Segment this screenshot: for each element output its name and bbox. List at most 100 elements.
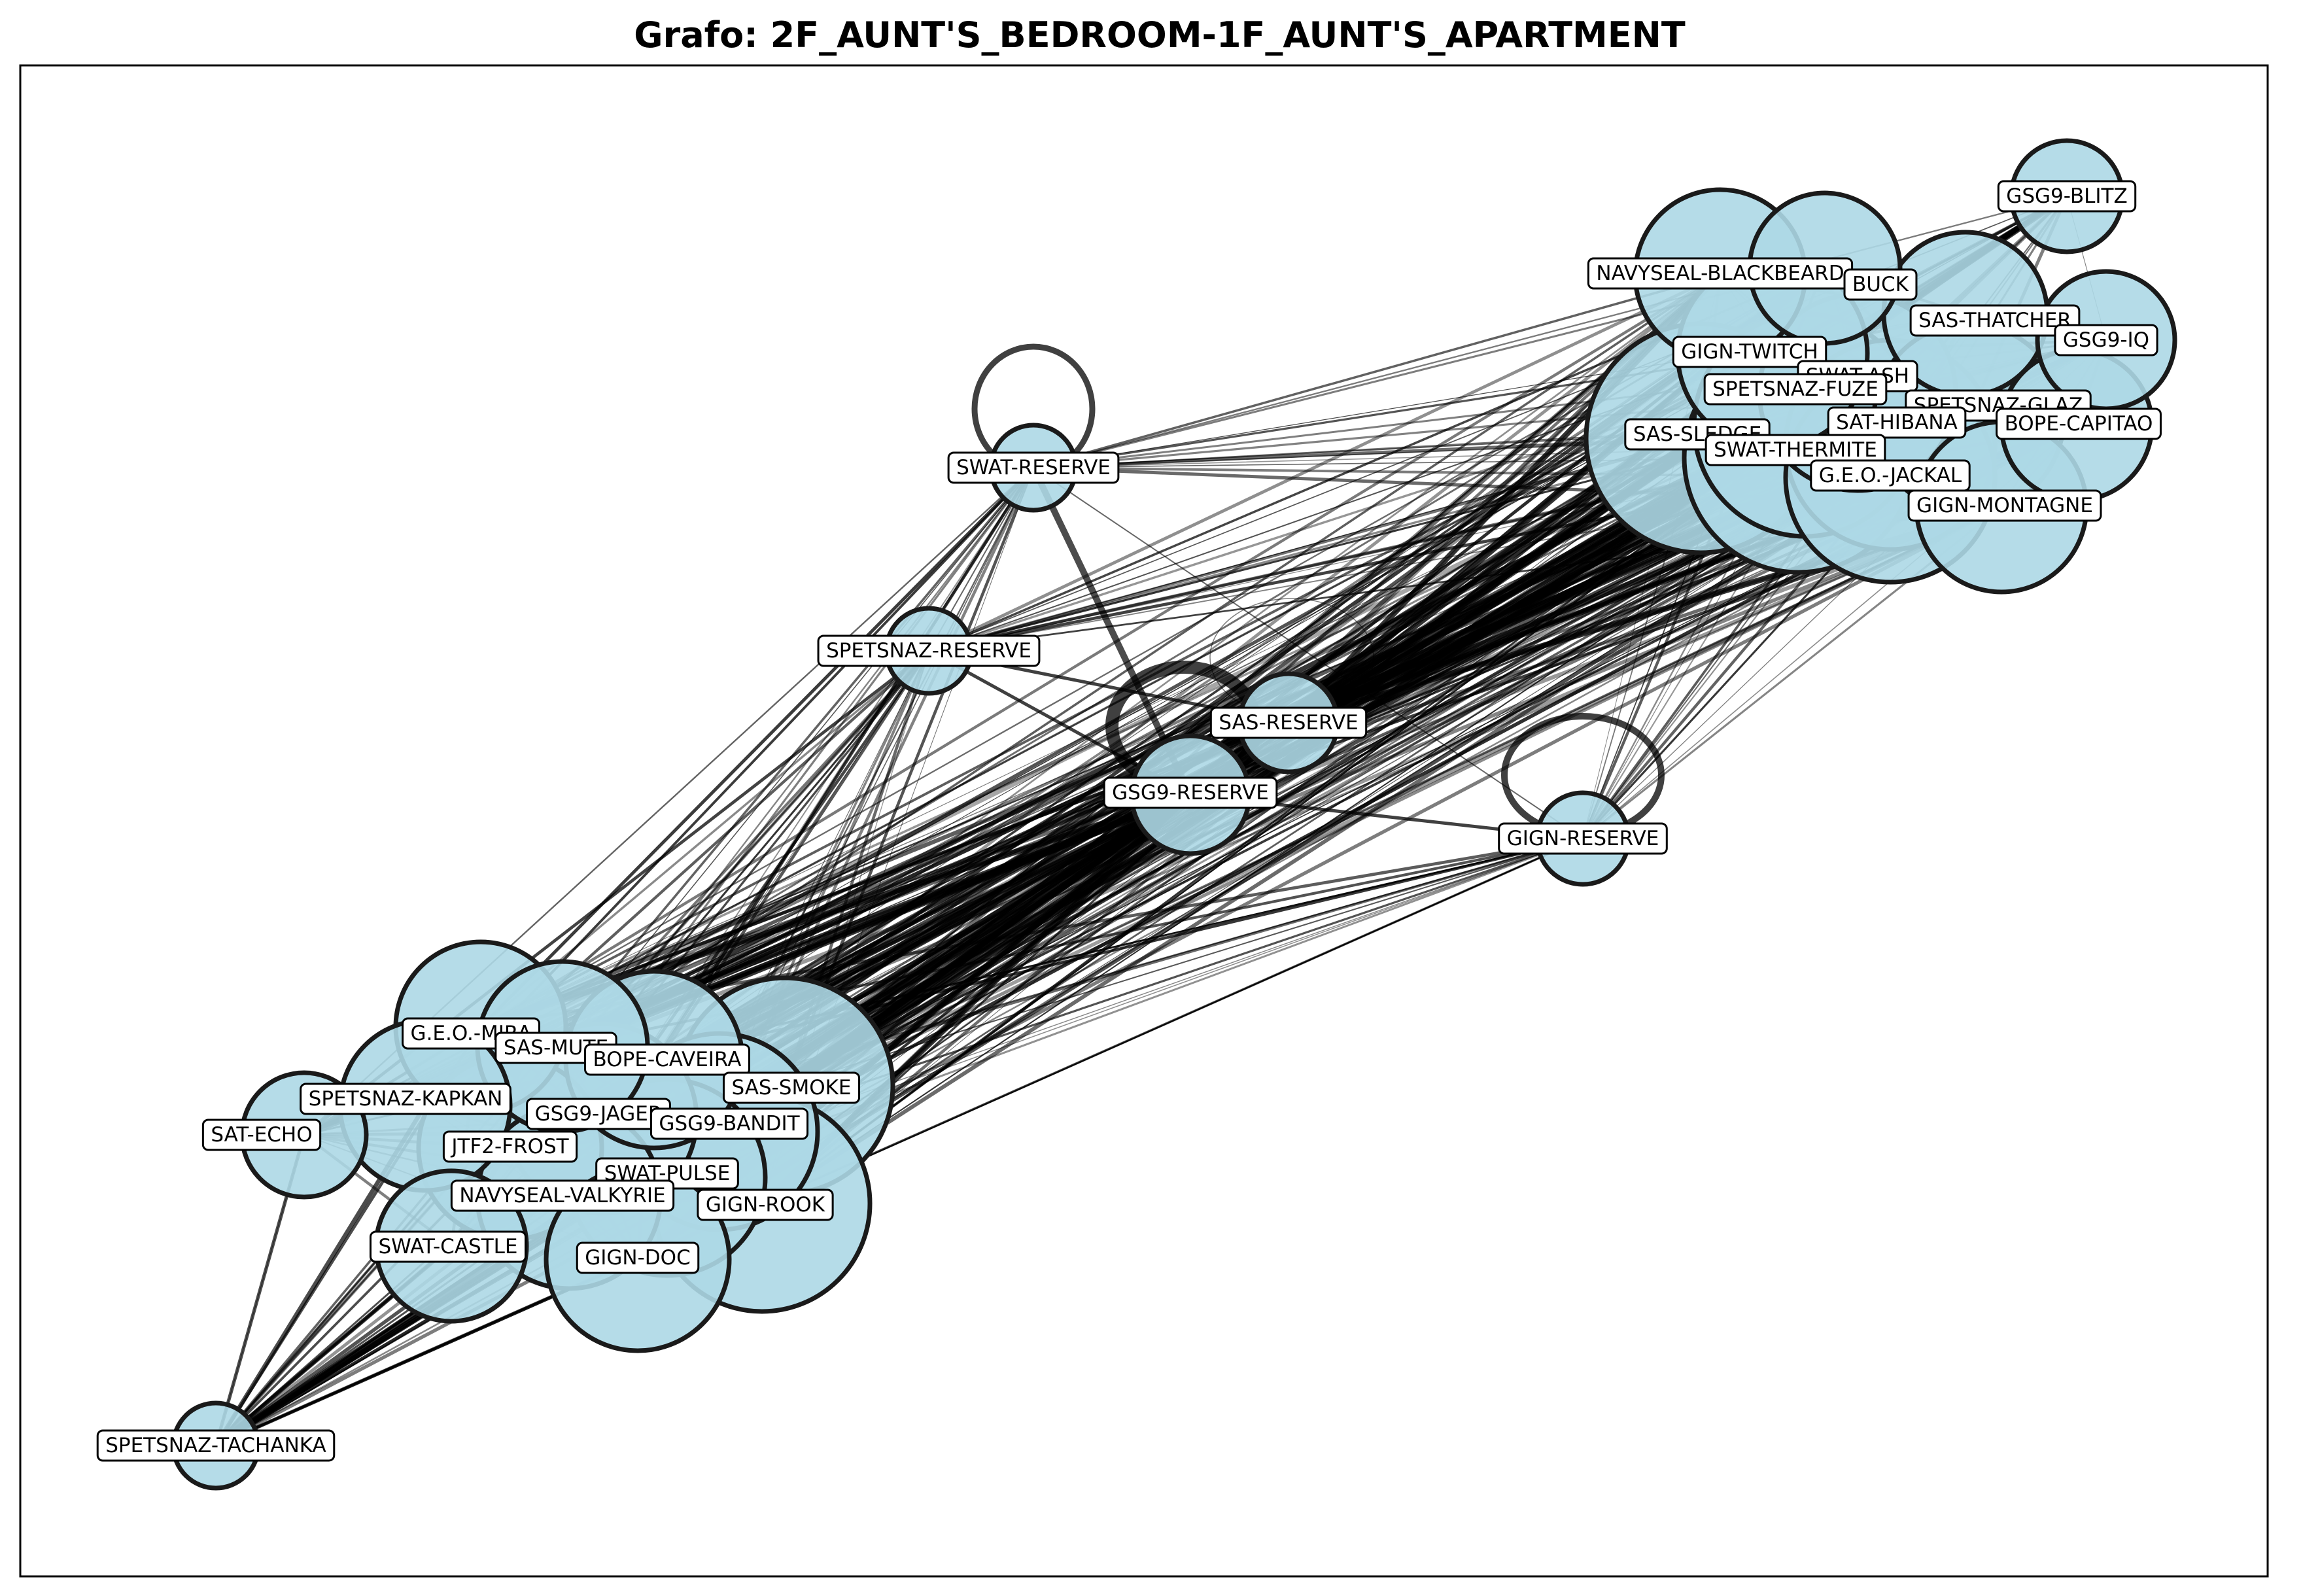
edge [927,436,1703,653]
node-label-box [1672,336,1827,368]
node-label-box [1209,706,1368,739]
node-label: BOPE-CAVEIRA [584,1043,750,1076]
node-label-text: GSG9-IQ [2063,328,2149,352]
node-label-box [576,1241,700,1274]
plot-frame [19,64,2269,1578]
node-label: GSG9-JAGER [526,1098,671,1130]
node-label: SAS-THATCHER [1909,304,2081,337]
node-label-box [584,1043,750,1076]
node-label-box [201,1119,322,1151]
node-label-box [1843,268,1918,301]
node-label: GSG9-RESERVE [1103,776,1278,809]
node-label-box [300,1083,511,1115]
node-label: SAS-RESERVE [1209,706,1368,739]
node-label: GIGN-RESERVE [1498,822,1668,855]
node-label-text: SWAT-CASTLE [378,1235,517,1258]
node-label-box [1996,408,2162,440]
node-label: GSG9-IQ [2054,324,2158,356]
edge [562,467,1034,1047]
node-label-text: SAS-RESERVE [1219,711,1358,735]
edge [215,837,1584,1447]
node-label: GIGN-DOC [576,1241,700,1274]
edge [479,466,1035,1029]
node-label: GIGN-TWITCH [1672,336,1827,368]
node-label-box [96,1429,336,1462]
node-label-text: BOPE-CAPITAO [2005,412,2153,436]
node-label-text: GSG9-BANDIT [659,1112,800,1136]
node-label-text: SPETSNAZ-KAPKAN [309,1087,503,1111]
node-label-text: GSG9-BLITZ [2006,184,2127,208]
nodes-layer [171,138,2177,1491]
node-label-text: SAS-SMOKE [731,1076,851,1100]
node-label: NAVYSEAL-BLACKBEARD [1587,257,1854,290]
node-label-box [697,1188,834,1221]
edge [784,838,1584,1086]
node-label-box [1827,406,1967,439]
edge [927,273,1722,653]
labels-layer: GSG9-BLITZ NAVYSEAL-BLACKBEARD BUCK SAS-THA… [96,180,2162,1462]
edge [561,273,1722,1048]
node-label-text: NAVYSEAL-BLACKBEARD [1596,262,1844,285]
node-label-box [1997,180,2137,213]
node-label-box [722,1071,861,1104]
node-label-text: G.E.O.-JACKAL [1819,464,1962,487]
node-label-box [947,451,1120,484]
node-label-text: SPETSNAZ-TACHANKA [105,1434,326,1457]
node-label: SPETSNAZ-KAPKAN [300,1083,511,1115]
node-label-text: GIGN-MONTAGNE [1916,494,2093,517]
node-label: BUCK [1843,268,1918,301]
node-label-text: SAT-HIBANA [1836,411,1958,434]
node-label-text: SWAT-THERMITE [1714,438,1877,462]
node-label-box [1103,776,1278,809]
node-label: SPETSNAZ-TACHANKA [96,1429,336,1462]
node-label: NAVYSEAL-VALKYRIE [450,1179,675,1212]
node-label: SPETSNAZ-FUZE [1703,373,1888,406]
node-label-text: SPETSNAZ-FUZE [1712,377,1879,401]
node-label: SAT-ECHO [201,1119,322,1151]
node-label-box [442,1130,578,1163]
node-label-box [2054,324,2158,356]
node-label-box [1498,822,1668,855]
node-label-box [1909,304,2081,337]
node-label-box [649,1107,809,1140]
node-label: SAT-HIBANA [1827,406,1967,439]
node-label: SPETSNAZ-RESERVE [817,634,1041,667]
node-label: SAS-SMOKE [722,1071,861,1104]
node-label-text: JTF2-FROST [450,1135,569,1158]
edge [718,476,1892,1133]
node-label-text: GSG9-JAGER [535,1102,663,1126]
edge [561,437,1702,1048]
node-label-text: GSG9-RESERVE [1112,781,1269,805]
node-label: GIGN-MONTAGNE [1907,489,2102,522]
node-label: GIGN-ROOK [697,1188,834,1221]
edge [1032,273,1722,469]
node-label-text: NAVYSEAL-VALKYRIE [459,1184,665,1207]
node-label-text: SPETSNAZ-RESERVE [826,639,1031,663]
node-label: GSG9-BLITZ [1997,180,2137,213]
node-label-text: BUCK [1852,273,1909,296]
node-label-text: SAS-THATCHER [1918,309,2071,332]
edge [1033,467,1584,839]
node-label-box [369,1230,527,1263]
node-label-text: GIGN-TWITCH [1681,340,1818,364]
node-label: SWAT-RESERVE [947,451,1120,484]
node-label-box [1703,373,1888,406]
node-label-text: SWAT-RESERVE [956,456,1111,479]
node-label-box [817,634,1041,667]
node-label-text: GIGN-DOC [585,1246,690,1270]
node-label-text: BOPE-CAVEIRA [593,1048,742,1071]
node-label: GSG9-BANDIT [649,1107,809,1140]
edge [718,505,2003,1134]
node-label-text: GIGN-ROOK [706,1193,825,1217]
node-label-box [1907,489,2102,522]
node-label: JTF2-FROST [442,1130,578,1163]
node-label-box [1810,459,1971,492]
node-label-text: GIGN-RESERVE [1507,827,1659,850]
node-label-box [1705,434,1886,466]
graph-title: Grafo: 2F_AUNT'S_BEDROOM-1F_AUNT'S_APART… [634,14,1686,56]
node-label: G.E.O.-JACKAL [1810,459,1971,492]
node-label-text: SAT-ECHO [211,1123,312,1147]
node-label: BOPE-CAPITAO [1996,408,2162,440]
node-label-box [450,1179,675,1212]
